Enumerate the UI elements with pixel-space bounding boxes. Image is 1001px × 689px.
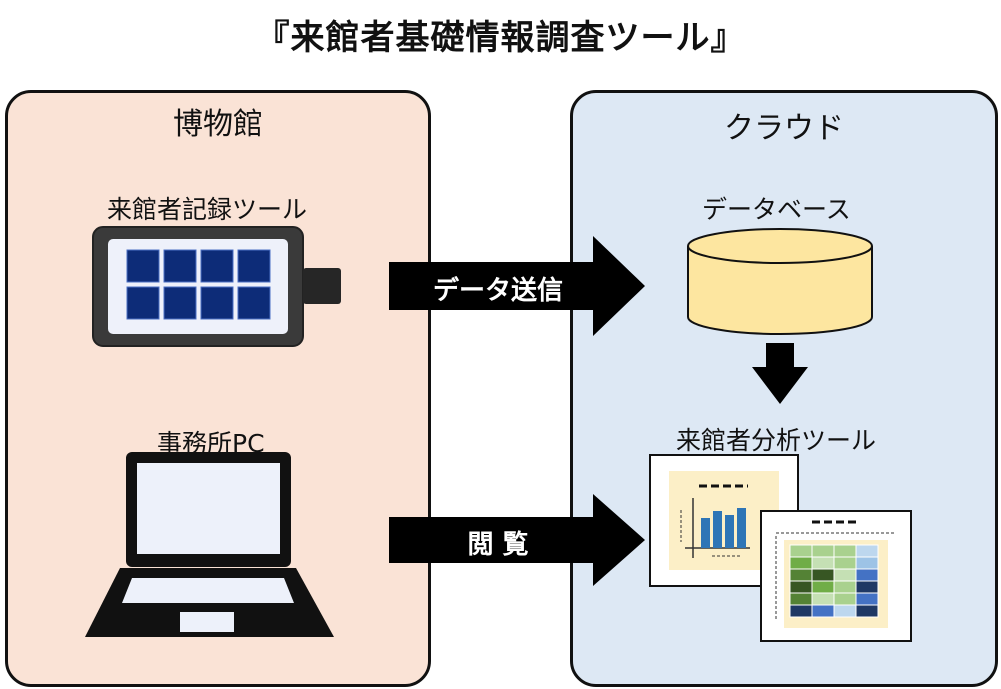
view-label: 閲 覧 (467, 530, 529, 560)
laptop-icon (85, 452, 334, 637)
cloud-panel-label: クラウド (724, 111, 844, 146)
table-document-icon (760, 510, 912, 642)
data-send-label: データ送信 (432, 276, 563, 306)
data-send-arrow (389, 236, 645, 336)
database-icon (687, 228, 873, 335)
analysis-tool-label: 来館者分析ツール (676, 426, 877, 455)
museum-panel-label: 博物館 (173, 107, 263, 142)
database-label: データベース (702, 195, 851, 224)
view-arrow (389, 494, 645, 586)
diagram-title: 『来館者基礎情報調査ツール』 (255, 18, 746, 58)
tablet-icon (92, 226, 341, 347)
recorder-tool-label: 来館者記録ツール (107, 195, 308, 224)
down-arrow (752, 343, 808, 404)
